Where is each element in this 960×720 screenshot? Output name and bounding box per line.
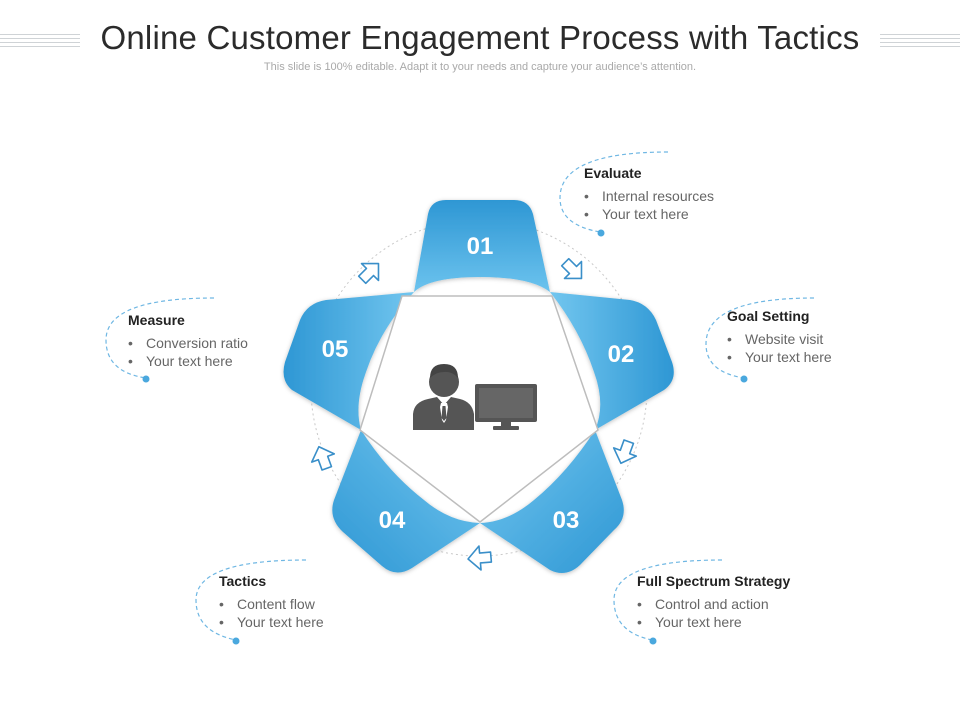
bullet-item: Your text here (584, 205, 714, 223)
page-title: Online Customer Engagement Process with … (100, 19, 860, 56)
step-text-tactics: Tactics Content flow Your text here (219, 573, 324, 631)
connector-evaluate (559, 151, 669, 233)
title-decoration-right (880, 34, 960, 48)
step-number-01: 01 (467, 233, 494, 260)
step-number-03: 03 (553, 507, 580, 534)
title-row: Online Customer Engagement Process with … (0, 14, 960, 62)
step-petal-02 (550, 292, 674, 430)
bullet-item: Your text here (128, 352, 248, 370)
step-bullets: Content flow Your text here (219, 595, 324, 631)
step-bullets: Internal resources Your text here (584, 187, 714, 223)
step-petal-03 (480, 430, 624, 574)
bullet-item: Content flow (219, 595, 324, 613)
connector-dot-tactics (232, 637, 240, 645)
arrow-icon-1 (560, 257, 583, 280)
step-number-04: 04 (379, 507, 406, 534)
bullet-item: Website visit (727, 330, 832, 348)
step-title: Full Spectrum Strategy (637, 573, 791, 589)
monitor-icon (475, 384, 537, 430)
connector-strategy (613, 559, 723, 641)
person-icon (413, 364, 474, 430)
connector-dot-strategy (649, 637, 657, 645)
step-number-05: 05 (322, 336, 349, 363)
arrow-icon-3 (467, 545, 493, 571)
step-number-02: 02 (608, 341, 635, 368)
connector-tactics (195, 559, 307, 641)
bullet-item: Your text here (637, 613, 790, 631)
bullet-item: Conversion ratio (128, 334, 248, 352)
step-petal-05 (283, 292, 414, 430)
step-text-evaluate: Evaluate Internal resources Your text he… (584, 165, 714, 223)
bullet-item: Control and action (637, 595, 790, 613)
step-text-measure: Measure Conversion ratio Your text here (128, 312, 248, 370)
step-title: Goal Setting (727, 308, 810, 324)
step-title: Evaluate (584, 165, 642, 181)
connector-goal-setting (705, 297, 815, 379)
step-title: Tactics (219, 573, 267, 589)
connector-dot-evaluate (597, 229, 605, 237)
arrow-icon-2 (612, 439, 638, 465)
bullet-item: Your text here (219, 613, 324, 631)
step-petal-01 (414, 200, 550, 292)
step-petal-04 (332, 430, 480, 573)
connector-measure (105, 297, 215, 379)
arrow-icon-5 (357, 262, 380, 285)
connector-dot-goal-setting (740, 375, 748, 383)
bullet-item: Internal resources (584, 187, 714, 205)
bullet-item: Your text here (727, 348, 832, 366)
step-text-goal-setting: Goal Setting Website visit Your text her… (727, 308, 832, 366)
page-subtitle: This slide is 100% editable. Adapt it to… (263, 61, 697, 73)
step-bullets: Website visit Your text here (727, 330, 832, 366)
step-title: Measure (128, 312, 185, 328)
title-decoration-left (0, 34, 80, 48)
step-text-strategy: Full Spectrum Strategy Control and actio… (637, 573, 790, 631)
step-bullets: Control and action Your text here (637, 595, 790, 631)
connector-dot-measure (142, 375, 150, 383)
arrow-icon-4 (310, 445, 336, 471)
step-bullets: Conversion ratio Your text here (128, 334, 248, 370)
